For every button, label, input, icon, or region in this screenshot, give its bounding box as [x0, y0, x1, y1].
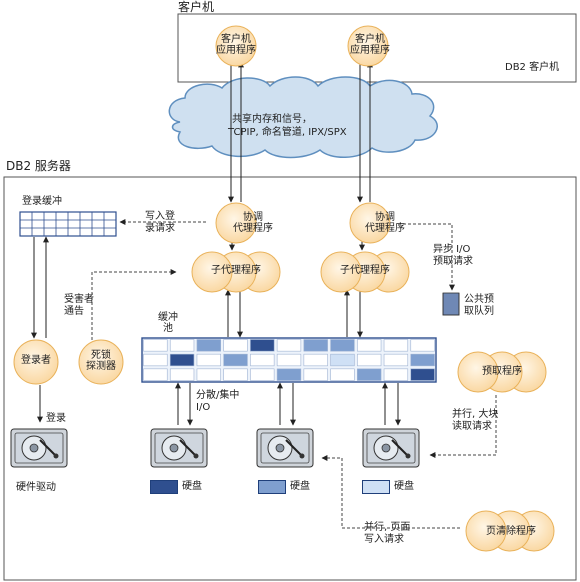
prefetcher-label: 预取程序 — [482, 366, 522, 377]
legend-swatch-mid — [258, 480, 286, 494]
hard-disk-icon-logger — [10, 426, 70, 474]
logger-node — [13, 339, 59, 385]
coordinator-node-1 — [215, 202, 257, 244]
legend-label-mid: 硬盘 — [290, 481, 310, 492]
cloud-text-line2: TCPIP, 命名管道, IPX/SPX — [228, 127, 347, 138]
logger-label: 登录者 — [21, 355, 51, 366]
coordinator-label-2: 协调 代理程序 — [352, 212, 418, 234]
public-queue-label: 公共预 取队列 — [464, 294, 494, 318]
async-io-text: 异步 I/O 预取请求 — [433, 244, 473, 267]
annotation-login-write: 登录 — [46, 413, 66, 424]
write-login-text: 写入登 录请求 — [145, 211, 175, 234]
public-queue-shape — [442, 292, 460, 316]
victim-notify-text: 受害者 通告 — [64, 294, 94, 317]
cloud-text-line1: 共享内存和信号， — [232, 114, 312, 125]
deadlock-detector-node — [78, 339, 124, 385]
page-cleaner-label: 页清除程序 — [486, 526, 536, 537]
annotation-parallel-big: 并行, 大块 读取请求 — [452, 409, 498, 433]
subagent-node-1 — [191, 251, 281, 293]
page-cleaner-node — [465, 510, 555, 552]
server-section-title: DB2 服务器 — [6, 159, 71, 173]
login-buffer-grid — [19, 211, 117, 237]
parallel-page-text: 并行, 页面 写入请求 — [364, 522, 411, 545]
buffer-pool-label: 缓冲 池 — [148, 312, 188, 334]
hard-disk-icon-2 — [256, 426, 316, 474]
client-section-footer: DB2 客户机 — [505, 62, 560, 73]
login-buffer-label: 登录缓冲 — [22, 196, 62, 207]
client-section-title: 客户机 — [178, 0, 215, 14]
annotation-hw-driver: 硬件驱动 — [16, 482, 56, 493]
client-app-node-1 — [215, 25, 257, 67]
client-app-label-1: 客户机 应用程序 — [206, 34, 266, 56]
buffer-pool-text: 缓冲 池 — [158, 312, 178, 334]
public-queue-text: 公共预 取队列 — [464, 294, 494, 317]
client-app-2-text: 客户机 应用程序 — [350, 34, 390, 56]
annotation-parallel-page: 并行, 页面 写入请求 — [364, 522, 410, 546]
coordinator-node-2 — [349, 202, 391, 244]
buffer-pool-grid — [141, 337, 437, 383]
legend-swatch-light — [362, 480, 390, 494]
coordinator-1-text: 协调 代理程序 — [233, 212, 273, 234]
annotation-write-login: 写入登 录请求 — [145, 211, 175, 235]
deadlock-detector-text: 死锁 探测器 — [86, 350, 116, 372]
coordinator-label-1: 协调 代理程序 — [222, 212, 284, 234]
hard-disk-icon-3 — [362, 426, 422, 474]
client-app-node-2 — [347, 25, 389, 67]
client-app-1-text: 客户机 应用程序 — [216, 34, 256, 56]
hard-disk-icon-1 — [150, 426, 210, 474]
client-app-label-2: 客户机 应用程序 — [340, 34, 400, 56]
subagent-label-2: 子代理程序 — [340, 265, 390, 276]
legend-swatch-dark — [150, 480, 178, 494]
parallel-big-text: 并行, 大块 读取请求 — [452, 409, 499, 432]
legend-label-dark: 硬盘 — [182, 481, 202, 492]
annotation-async-io: 异步 I/O 预取请求 — [433, 244, 473, 268]
deadlock-detector-label: 死锁 探测器 — [78, 350, 124, 372]
annotation-scatter-io: 分散/集中 I/O — [196, 390, 239, 414]
prefetcher-node — [457, 351, 547, 393]
annotation-victim-notify: 受害者 通告 — [64, 294, 94, 318]
scatter-io-text: 分散/集中 I/O — [196, 390, 240, 413]
subagent-label-1: 子代理程序 — [211, 265, 261, 276]
legend-label-light: 硬盘 — [394, 481, 414, 492]
subagent-node-2 — [320, 251, 410, 293]
coordinator-2-text: 协调 代理程序 — [365, 212, 405, 234]
